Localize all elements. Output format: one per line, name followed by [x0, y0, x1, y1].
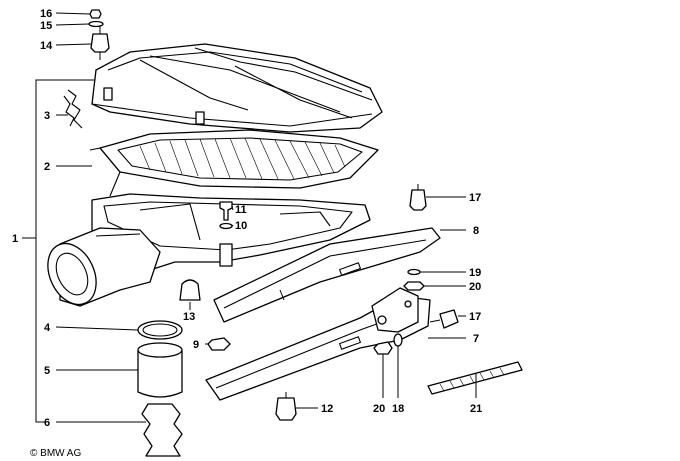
part-19-washer[interactable] — [407, 268, 421, 276]
part-13-rubber-buffer[interactable] — [179, 279, 201, 301]
callout-8: 8 — [473, 225, 479, 237]
part-10-washer[interactable] — [219, 222, 233, 230]
callout-17-top: 17 — [469, 192, 481, 204]
part-14-rubber-mount[interactable] — [90, 26, 110, 60]
callout-20-lower: 20 — [373, 403, 385, 415]
part-3-clip[interactable] — [63, 89, 83, 129]
part-9-nut[interactable] — [207, 337, 231, 351]
callout-17-bottom: 17 — [469, 311, 481, 323]
callout-1: 1 — [12, 233, 18, 245]
part-12-rubber-mount[interactable] — [275, 392, 297, 421]
callout-7: 7 — [473, 333, 479, 345]
part-11-screw[interactable] — [219, 201, 233, 221]
part-4-seal-ring[interactable] — [137, 320, 183, 340]
callout-18: 18 — [392, 403, 404, 415]
callout-21: 21 — [470, 403, 482, 415]
callout-10: 10 — [235, 220, 247, 232]
callout-19: 19 — [469, 267, 481, 279]
part-17-rubber-mount-top[interactable] — [409, 184, 427, 211]
part-6-bellows[interactable] — [141, 403, 183, 457]
copyright-text: © BMW AG — [30, 448, 81, 459]
callout-12: 12 — [321, 403, 333, 415]
part-7-lower-bracket[interactable] — [205, 287, 431, 401]
leader-lines — [55, 12, 477, 423]
callout-16: 16 — [40, 8, 52, 20]
callout-2: 2 — [44, 161, 50, 173]
part-18-washer[interactable] — [393, 333, 403, 347]
part-21-strap[interactable] — [427, 361, 523, 395]
group-bracket — [22, 79, 95, 423]
callout-5: 5 — [44, 365, 50, 377]
part-17-rubber-mount-bottom[interactable] — [429, 309, 459, 329]
part-16-nut[interactable] — [89, 9, 102, 19]
part-15-washer[interactable] — [88, 20, 104, 28]
callout-11: 11 — [235, 204, 247, 216]
callout-3: 3 — [44, 110, 50, 122]
callout-labels: 16 15 14 3 2 1 4 5 6 11 10 13 9 12 17 8 … — [12, 8, 482, 459]
callout-14: 14 — [40, 40, 53, 52]
part-1-lower-housing[interactable] — [39, 193, 371, 312]
callout-4: 4 — [44, 322, 51, 334]
part-8-upper-bracket[interactable] — [213, 227, 441, 323]
part-2-filter-element[interactable] — [89, 129, 379, 197]
part-20-nut-lower[interactable] — [373, 341, 393, 355]
housing-cover[interactable] — [91, 43, 383, 133]
part-5-sleeve[interactable] — [137, 342, 183, 398]
callout-6: 6 — [44, 417, 50, 429]
callout-9: 9 — [193, 339, 199, 351]
callout-13: 13 — [183, 311, 195, 323]
callout-20-right: 20 — [469, 281, 481, 293]
part-20-nut-right[interactable] — [403, 281, 425, 291]
callout-15: 15 — [40, 20, 52, 32]
